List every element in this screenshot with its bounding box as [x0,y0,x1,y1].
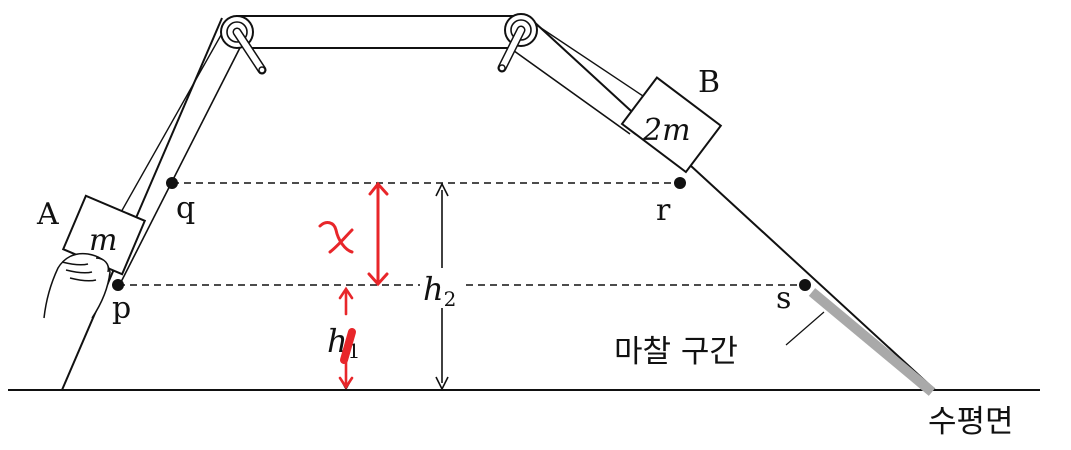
point-r [674,177,686,189]
red-strike-mark [340,328,356,364]
friction-section-leader [785,311,825,346]
block-b [620,76,723,174]
block-a-label: A [36,197,59,232]
point-s [799,279,811,291]
red-handwritten-x [318,221,354,254]
left-incline-inner [119,27,251,285]
h2-label-bg [420,268,466,308]
block-a-mass: m [89,223,117,258]
hand-icon [43,252,111,319]
red-x-arrow [367,181,389,287]
point-r-label: r [656,193,671,228]
red-h1-arrow [338,286,354,390]
h2-label: h2 [423,270,456,311]
right-incline-outer [531,19,936,391]
point-q-label: q [176,191,195,226]
point-p [112,279,124,291]
right-pulley-icon [497,13,538,73]
block-b-label: B [698,65,720,100]
right-incline-inner [509,47,631,135]
point-s-label: s [776,281,791,316]
ground-label: 수평면 [928,404,1014,440]
point-q [166,177,178,189]
left-rail-inner-upper [119,27,226,215]
right-string [531,21,653,103]
friction-section-label: 마찰 구간 [614,334,738,370]
point-p-label: p [112,291,131,326]
friction-section-bar [808,288,936,396]
left-pulley-icon [220,15,267,75]
block-b-mass: 2m [642,113,691,148]
